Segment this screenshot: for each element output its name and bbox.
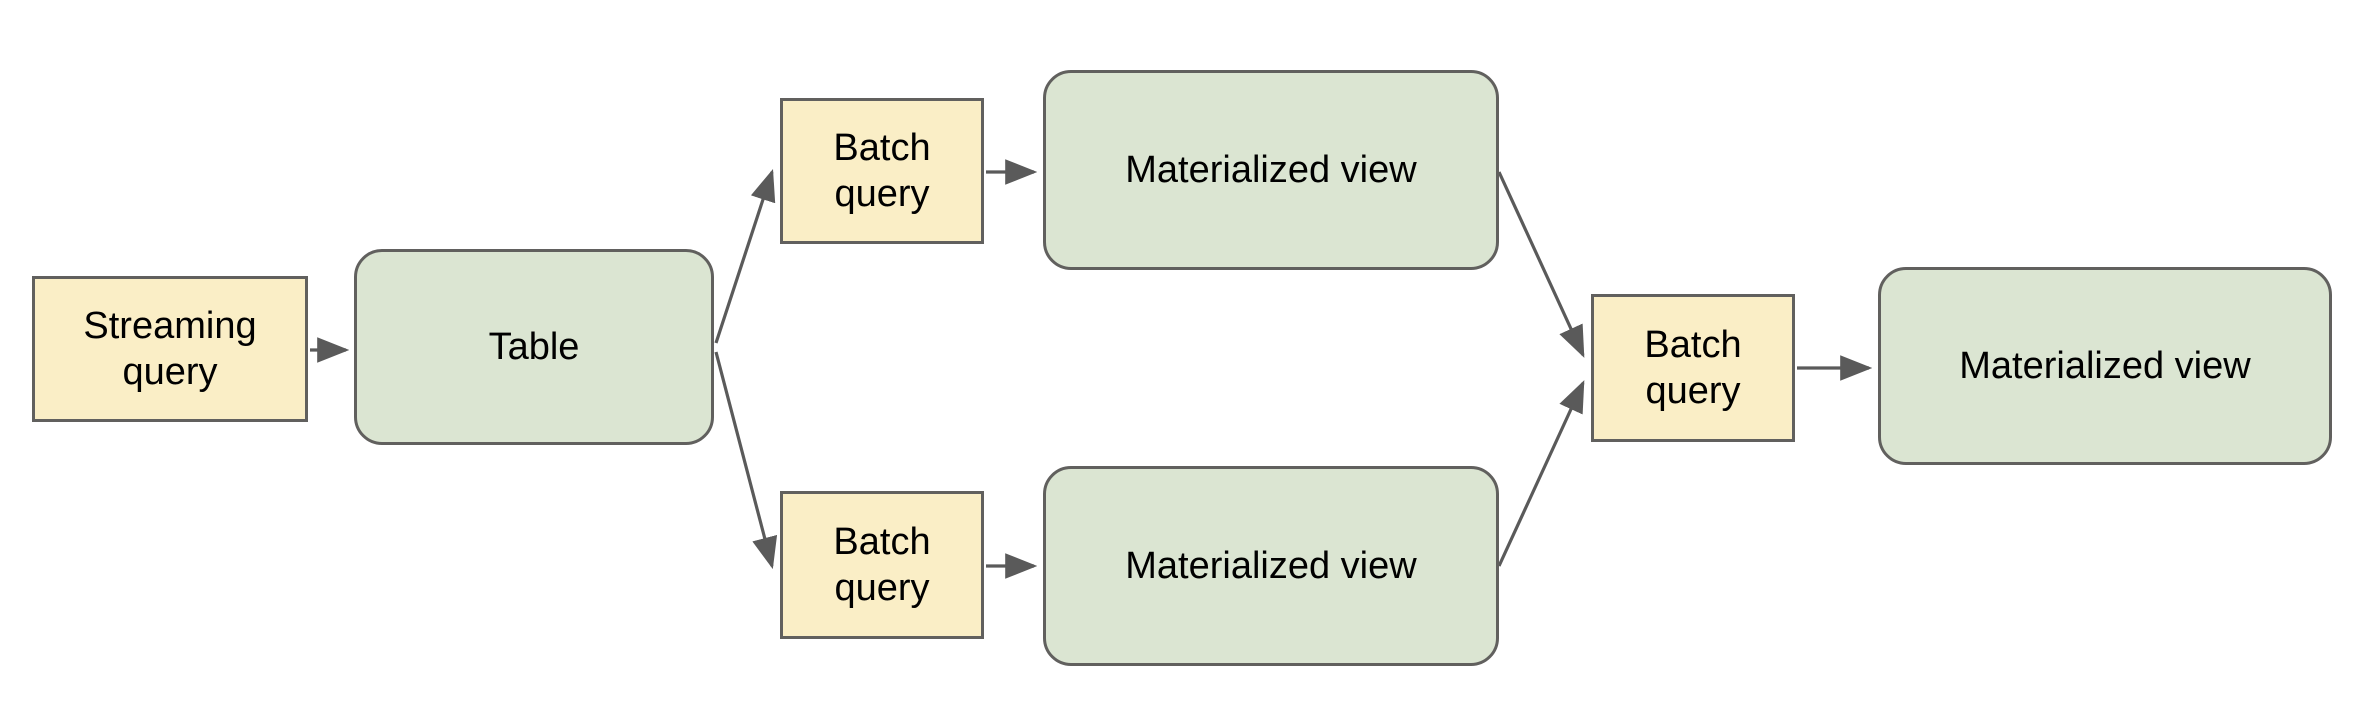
node-batch-query-bottom[interactable]: Batch query xyxy=(780,491,984,639)
node-streaming-query[interactable]: Streaming query xyxy=(32,276,308,422)
edge-materialized-view-bottom-to-batch-query-join xyxy=(1497,380,1585,567)
node-label-streaming-query: Streaming query xyxy=(83,304,257,393)
node-materialized-view-top[interactable]: Materialized view xyxy=(1043,70,1499,270)
node-label-table: Table xyxy=(488,325,580,368)
node-materialized-view-bottom[interactable]: Materialized view xyxy=(1043,466,1499,666)
node-batch-query-join[interactable]: Batch query xyxy=(1591,294,1795,442)
node-label-batch-query-top: Batch query xyxy=(833,126,931,215)
node-label-materialized-view-bottom: Materialized view xyxy=(1125,544,1417,587)
edge-table-to-batch-query-top xyxy=(714,168,776,344)
node-materialized-view-final[interactable]: Materialized view xyxy=(1878,267,2332,465)
node-label-materialized-view-top: Materialized view xyxy=(1125,148,1417,191)
edge-materialized-view-top-to-batch-query-join xyxy=(1497,171,1585,358)
node-batch-query-top[interactable]: Batch query xyxy=(780,98,984,244)
node-label-batch-query-bottom: Batch query xyxy=(833,520,931,609)
node-label-batch-query-join: Batch query xyxy=(1644,323,1742,412)
edge-table-to-batch-query-bottom xyxy=(714,351,778,570)
node-table[interactable]: Table xyxy=(354,249,714,445)
node-label-materialized-view-final: Materialized view xyxy=(1959,344,2251,387)
